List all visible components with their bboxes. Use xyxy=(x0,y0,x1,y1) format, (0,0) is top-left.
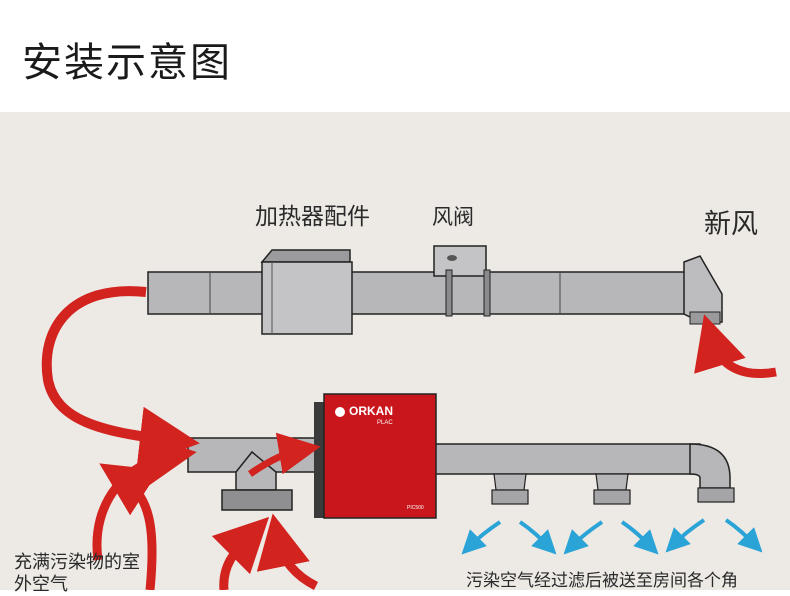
heater-label: 加热器配件 xyxy=(255,204,370,230)
unit-tag: PIC500 xyxy=(407,505,424,511)
fresh-air-label: 新风 xyxy=(704,209,758,240)
upper-duct xyxy=(147,271,689,315)
lower-duct xyxy=(187,437,735,511)
page-title: 安装示意图 xyxy=(22,40,232,86)
air-valve xyxy=(433,245,491,317)
polluted-air-label: 充满污染物的室外空气 xyxy=(14,552,140,595)
valve-label: 风阀 xyxy=(432,205,474,229)
unit-brand: ORKAN xyxy=(349,404,393,418)
fresh-air-hood xyxy=(683,255,723,325)
blue-airflow-arrows xyxy=(461,518,763,555)
heater-box xyxy=(260,249,353,335)
purifier-unit xyxy=(314,393,437,519)
red-flow-arrows xyxy=(41,286,777,590)
unit-model: PLAC xyxy=(377,420,393,426)
filtered-air-label: 污染空气经过滤后被送至房间各个角 xyxy=(466,571,738,591)
